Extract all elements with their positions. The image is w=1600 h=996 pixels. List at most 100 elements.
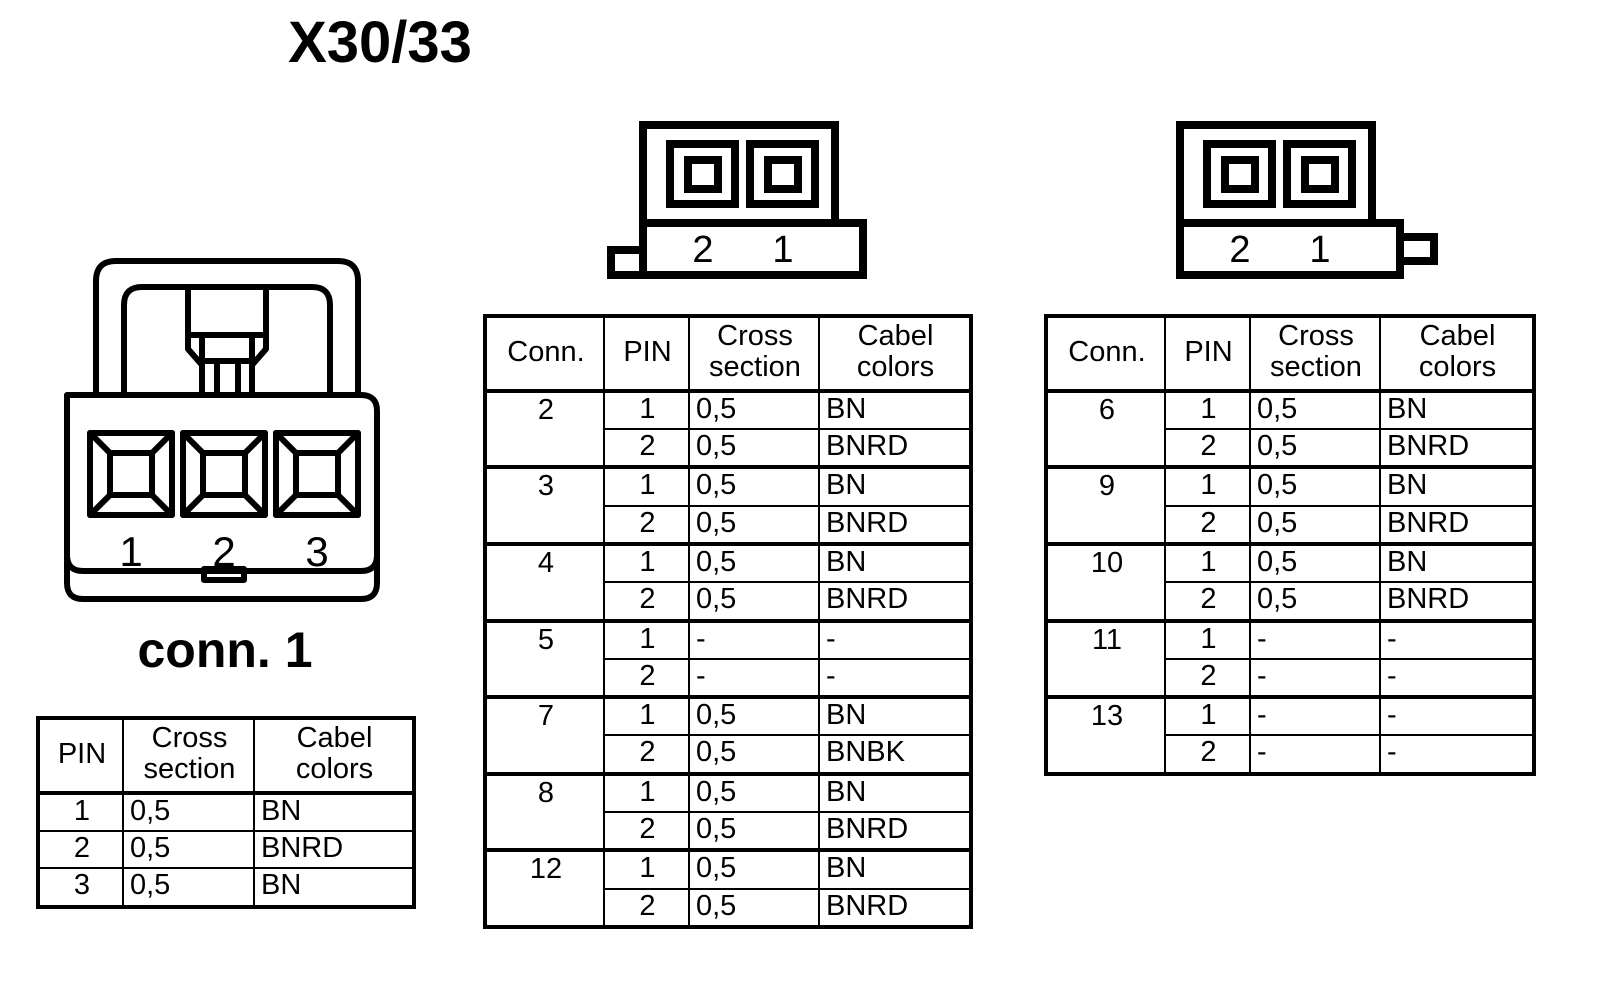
connector-right-pin-label-2: 2	[1229, 229, 1250, 271]
cell-cross-section: 0,5	[688, 581, 820, 622]
cell-cabel-colors: -	[1379, 695, 1534, 737]
connector-1-pin-label-1: 1	[119, 528, 142, 575]
housing-lower-bar	[639, 219, 867, 279]
cell-cabel-colors: -	[818, 618, 971, 660]
latch-outer-arch	[93, 258, 361, 398]
cell-cabel-colors: BNRD	[1379, 581, 1534, 622]
cell-pin: 2	[603, 581, 690, 622]
table-header-row: PIN Cross section Cabel colors	[38, 718, 414, 794]
cell-cabel-colors: BN	[253, 790, 414, 832]
column-header-cross-section: Cross section	[688, 316, 820, 392]
column-header-cabel-colors-line2: colors	[1418, 351, 1497, 384]
cell-pin: 2	[603, 734, 690, 775]
cell-cross-section: 0,5	[688, 427, 820, 469]
cell-pin: 2	[1164, 581, 1251, 622]
cell-cabel-colors: BNRD	[1379, 504, 1534, 545]
cell-pin: 1	[1164, 541, 1251, 584]
cell-cross-section: 0,5	[1249, 504, 1381, 545]
cell-pin: 1	[38, 790, 124, 832]
column-header-cross-section-line2: section	[709, 351, 801, 384]
cell-cross-section: 0,5	[1249, 388, 1381, 430]
pin-cavity-3	[273, 430, 361, 518]
cell-pin: 1	[603, 771, 690, 814]
cell-conn: 6	[1046, 388, 1166, 469]
latch-shoulder-right	[249, 332, 269, 398]
connector-1-pin-label-3: 3	[305, 528, 328, 575]
cell-pin: 2	[1164, 657, 1251, 699]
cell-cross-section: -	[1249, 618, 1381, 660]
cell-cabel-colors: BN	[253, 867, 414, 907]
cell-conn: 11	[1046, 618, 1166, 699]
cell-conn: 13	[1046, 695, 1166, 774]
cell-cross-section: 0,5	[1249, 541, 1381, 584]
cell-cross-section: 0,5	[688, 695, 820, 737]
column-header-cross-section: Cross section	[1249, 316, 1381, 392]
column-header-pin-line1: PIN	[1184, 335, 1233, 368]
cell-cabel-colors: -	[1379, 657, 1534, 699]
cell-cross-section: -	[688, 618, 820, 660]
column-header-cabel-colors-line1: Cabel	[857, 320, 934, 352]
cell-cross-section: 0,5	[688, 465, 820, 507]
page-title: X30/33	[0, 14, 1600, 72]
cell-cross-section: 0,5	[688, 811, 820, 852]
cell-cabel-colors: BN	[1379, 388, 1534, 430]
column-header-cross-section-line2: section	[143, 753, 236, 786]
latch-inner-arch	[121, 284, 333, 398]
cell-cabel-colors: BN	[1379, 465, 1534, 507]
cell-cabel-colors: BN	[1379, 541, 1534, 584]
pin-cavity-1	[1283, 140, 1356, 208]
cell-conn: 8	[485, 771, 605, 852]
cell-cross-section: 0,5	[1249, 581, 1381, 622]
cell-cross-section: 0,5	[122, 790, 255, 832]
cell-cabel-colors: -	[1379, 618, 1534, 660]
cell-cabel-colors: BN	[818, 388, 971, 430]
column-header-cross-section: Cross section	[122, 718, 255, 794]
cell-pin: 1	[603, 618, 690, 660]
cell-conn: 9	[1046, 465, 1166, 545]
cell-pin: 2	[1164, 504, 1251, 545]
cell-pin: 1	[603, 388, 690, 430]
column-header-pin: PIN	[603, 316, 690, 392]
cell-pin: 2	[603, 504, 690, 545]
column-header-cabel-colors: Cabel colors	[253, 718, 414, 794]
connector-1-icon: 1 2 3	[64, 258, 380, 602]
column-header-cabel-colors-line1: Cabel	[296, 722, 373, 754]
cell-cross-section: 0,5	[688, 541, 820, 584]
cell-cross-section: 0,5	[122, 829, 255, 870]
cell-conn: 10	[1046, 541, 1166, 622]
table-row: 2--	[1047, 734, 1534, 774]
table-row: 2--	[486, 657, 971, 699]
cell-cross-section: 0,5	[688, 887, 820, 928]
pin-cavity-2	[180, 430, 268, 518]
connector-bottom-slot	[201, 566, 247, 583]
column-header-pin: PIN	[38, 718, 124, 794]
cell-cabel-colors: -	[818, 657, 971, 699]
cell-pin: 1	[603, 848, 690, 890]
cell-cross-section: 0,5	[688, 504, 820, 545]
table-header-row: Conn. PIN Cross section Cabel colors	[1046, 316, 1534, 392]
connector-middle-diagram: 2 1	[600, 120, 890, 290]
cell-cabel-colors: -	[1379, 734, 1534, 774]
pin-cavity-1	[87, 430, 175, 518]
column-header-cross-section-line1: Cross	[717, 320, 793, 352]
cell-cabel-colors: BN	[818, 771, 971, 814]
cell-pin: 2	[38, 829, 124, 870]
cell-pin: 1	[1164, 388, 1251, 430]
column-header-cabel-colors: Cabel colors	[818, 316, 971, 392]
column-header-cabel-colors-line2: colors	[295, 753, 374, 786]
cell-conn: 7	[485, 695, 605, 775]
cell-pin: 2	[1164, 427, 1251, 469]
column-header-cabel-colors-line1: Cabel	[1419, 320, 1496, 352]
column-header-pin: PIN	[1164, 316, 1251, 392]
